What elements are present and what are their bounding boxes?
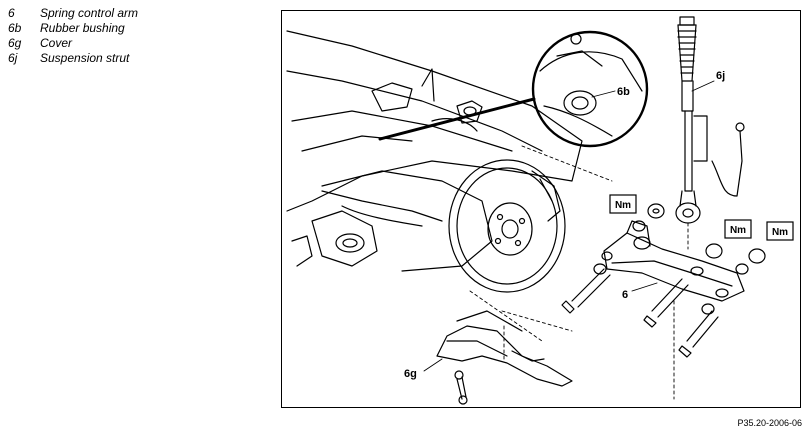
assembly-drawing: Nm Nm Nm 6b 6j 6 6g: [286, 16, 794, 405]
torque-badge: Nm: [766, 221, 794, 241]
torque-badge-label: Nm: [772, 227, 788, 238]
exploded-view-figure: Nm Nm Nm 6b 6j 6 6g: [281, 10, 801, 408]
nuts-and-washers: [593, 203, 766, 315]
cover-part: [436, 310, 573, 387]
legend-row: 6j Suspension strut: [8, 51, 138, 66]
callout-6: 6: [622, 289, 628, 301]
mounting-bolts: [454, 268, 719, 405]
torque-badge-label: Nm: [615, 200, 631, 211]
callout-6g: 6g: [404, 368, 417, 380]
detail-zoom-circle: [378, 30, 649, 148]
torque-badge: Nm: [724, 219, 752, 239]
brake-disc: [448, 159, 566, 293]
legend-key: 6b: [8, 21, 22, 35]
figure-reference-code: P35.20-2006-06: [737, 418, 802, 428]
reference-lines: [469, 145, 689, 400]
suspension-strut: [675, 16, 745, 224]
legend-row: 6 Spring control arm: [8, 6, 138, 21]
legend-row: 6b Rubber bushing: [8, 21, 138, 36]
legend-key: 6: [8, 6, 15, 20]
parts-legend: 6 Spring control arm 6b Rubber bushing 6…: [8, 6, 138, 66]
legend-text: Spring control arm: [40, 6, 139, 20]
legend-row: 6g Cover: [8, 36, 138, 51]
legend-text: Suspension strut: [40, 51, 130, 65]
legend-key: 6g: [8, 36, 22, 50]
legend-key: 6j: [8, 51, 18, 65]
legend-text: Rubber bushing: [40, 21, 125, 35]
torque-badge-label: Nm: [730, 225, 746, 236]
callout-6j: 6j: [716, 70, 725, 82]
callout-leaders: [423, 80, 715, 372]
callout-6b: 6b: [617, 86, 630, 98]
spring-control-arm: [603, 220, 745, 302]
legend-text: Cover: [40, 36, 73, 50]
torque-badge: Nm: [609, 194, 637, 214]
